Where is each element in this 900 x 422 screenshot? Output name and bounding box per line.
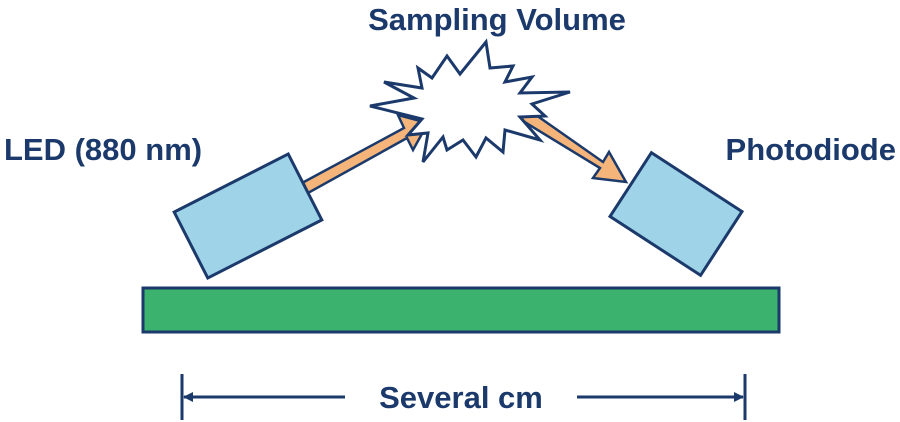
distance-dimension: Several cm — [180, 374, 747, 420]
led-component — [172, 151, 324, 281]
sampling-volume-burst — [369, 38, 571, 163]
photodiode-label: Photodiode — [726, 132, 896, 167]
photodiode-component — [607, 150, 745, 278]
sampling-volume-label: Sampling Volume — [368, 2, 626, 37]
distance-label: Several cm — [379, 380, 543, 415]
led-label: LED (880 nm) — [4, 132, 202, 167]
photodiode-beam-arrow — [516, 106, 629, 184]
tissue-surface — [141, 286, 781, 334]
led-beam-arrow — [300, 113, 430, 195]
